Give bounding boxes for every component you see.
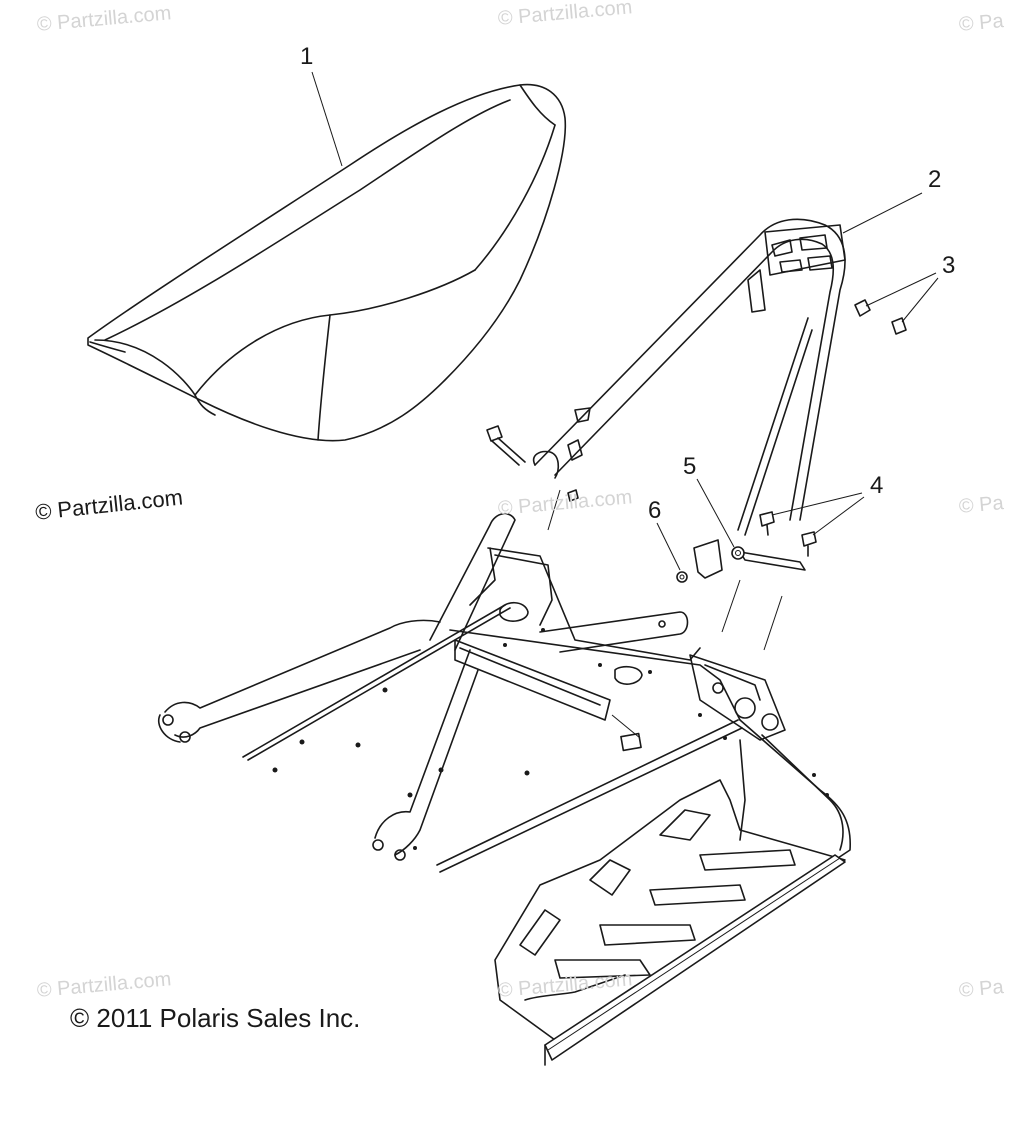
callout-5[interactable]: 5 (683, 453, 697, 480)
callout-6[interactable]: 6 (648, 497, 662, 524)
bolt-part-4[interactable] (759, 511, 817, 557)
leader-line-2 (842, 192, 923, 234)
callout-4[interactable]: 4 (870, 472, 884, 499)
washer-part-6[interactable] (676, 571, 688, 583)
leader-line-3b (901, 277, 939, 323)
loose-bolt (486, 425, 579, 502)
install-guide-lines (547, 489, 783, 651)
watermark-bottom-right: © Pa (958, 976, 1005, 1002)
callout-1[interactable]: 1 (300, 43, 314, 70)
watermark-top-right: © Pa (958, 10, 1005, 36)
leader-line-4b (812, 496, 865, 536)
chassis-frame (158, 512, 851, 1066)
copyright-text: © 2011 Polaris Sales Inc. (70, 1003, 361, 1033)
seat-part-1[interactable] (87, 83, 567, 442)
watermark-mid-right: © Pa (958, 492, 1005, 518)
leader-line-1 (311, 71, 343, 167)
leader-line-4a (771, 492, 863, 516)
screw-part-3[interactable] (854, 299, 907, 335)
leader-line-3a (865, 272, 937, 307)
nut-part-5[interactable] (731, 546, 745, 560)
leader-line-6 (656, 522, 681, 571)
leader-line-5 (696, 478, 735, 548)
callout-2[interactable]: 2 (928, 166, 942, 193)
grab-handle-part-2[interactable] (532, 218, 846, 579)
callout-3[interactable]: 3 (942, 252, 956, 279)
